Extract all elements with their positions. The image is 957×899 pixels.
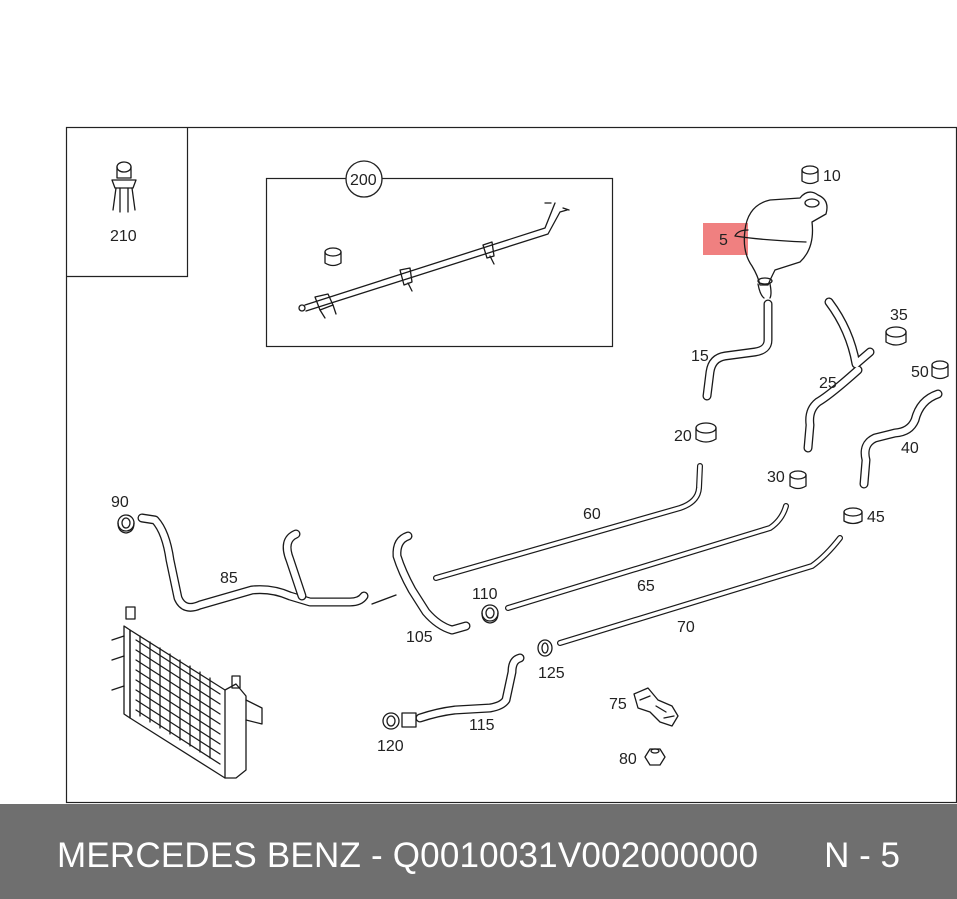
part-label-35: 35 bbox=[890, 307, 908, 324]
inset-box-200 bbox=[265, 177, 614, 348]
part-label-20: 20 bbox=[674, 428, 692, 445]
hose-25-icon bbox=[803, 297, 875, 453]
part-label-25: 25 bbox=[819, 375, 837, 392]
part-label-10: 10 bbox=[823, 168, 841, 185]
clamp-30-icon bbox=[789, 470, 807, 490]
part-label-60: 60 bbox=[583, 506, 601, 523]
footer-bar: MERCEDES BENZ - Q0010031V002000000 N - 5 bbox=[0, 804, 957, 899]
callout-circle-200 bbox=[345, 160, 383, 198]
clamp-90-icon bbox=[117, 514, 135, 534]
pipe-65-icon bbox=[505, 503, 789, 611]
part-label-90: 90 bbox=[111, 494, 129, 511]
part-label-105: 105 bbox=[406, 629, 433, 646]
hose-115-icon bbox=[415, 653, 525, 723]
hose-85-icon bbox=[137, 513, 369, 612]
part-labels: 210 200 5 10 15 20 25 35 50 40 30 45 60 … bbox=[110, 168, 929, 768]
clamp-20-icon bbox=[695, 422, 717, 443]
clamp-45-icon bbox=[843, 507, 863, 525]
part-label-65: 65 bbox=[637, 578, 655, 595]
radiator-icon bbox=[111, 606, 263, 779]
connector-line-85-105 bbox=[371, 594, 397, 605]
clamp-35-icon bbox=[885, 326, 907, 346]
bracket-200-icon bbox=[298, 202, 570, 319]
highlight-box-5 bbox=[703, 223, 748, 255]
hose-105-icon bbox=[392, 531, 471, 635]
part-label-50: 50 bbox=[911, 364, 929, 381]
clamp-120-icon bbox=[382, 712, 417, 730]
part-label-110: 110 bbox=[472, 586, 498, 603]
clamp-125-icon bbox=[537, 639, 553, 657]
part-label-85: 85 bbox=[220, 570, 238, 587]
part-label-15: 15 bbox=[691, 348, 709, 365]
part-label-45: 45 bbox=[867, 509, 885, 526]
cap-10-icon bbox=[801, 165, 819, 185]
footer-title: MERCEDES BENZ - Q0010031V002000000 bbox=[57, 836, 759, 875]
clamp-50-icon bbox=[931, 360, 949, 380]
part-label-120: 120 bbox=[377, 738, 404, 755]
sensor-75-icon bbox=[633, 687, 679, 727]
clamp-110-icon bbox=[481, 604, 499, 624]
part-label-5: 5 bbox=[719, 232, 728, 249]
clip-210-icon bbox=[111, 161, 137, 213]
expansion-tank-5-icon bbox=[734, 191, 828, 299]
pipe-70-icon bbox=[557, 535, 843, 646]
part-label-30: 30 bbox=[767, 469, 785, 486]
pipe-60-icon bbox=[433, 463, 703, 581]
part-label-75: 75 bbox=[609, 696, 627, 713]
nut-80-icon bbox=[644, 748, 666, 766]
hose-15-icon bbox=[702, 299, 773, 401]
inset-box-210 bbox=[66, 127, 189, 278]
part-label-115: 115 bbox=[469, 717, 495, 734]
part-label-40: 40 bbox=[901, 440, 919, 457]
part-label-80: 80 bbox=[619, 751, 637, 768]
part-label-200: 200 bbox=[350, 172, 377, 189]
part-label-125: 125 bbox=[538, 665, 565, 682]
footer-page-label: N - 5 bbox=[824, 836, 900, 875]
part-label-210: 210 bbox=[110, 228, 137, 245]
hose-40-icon bbox=[859, 389, 943, 489]
part-label-70: 70 bbox=[677, 619, 695, 636]
